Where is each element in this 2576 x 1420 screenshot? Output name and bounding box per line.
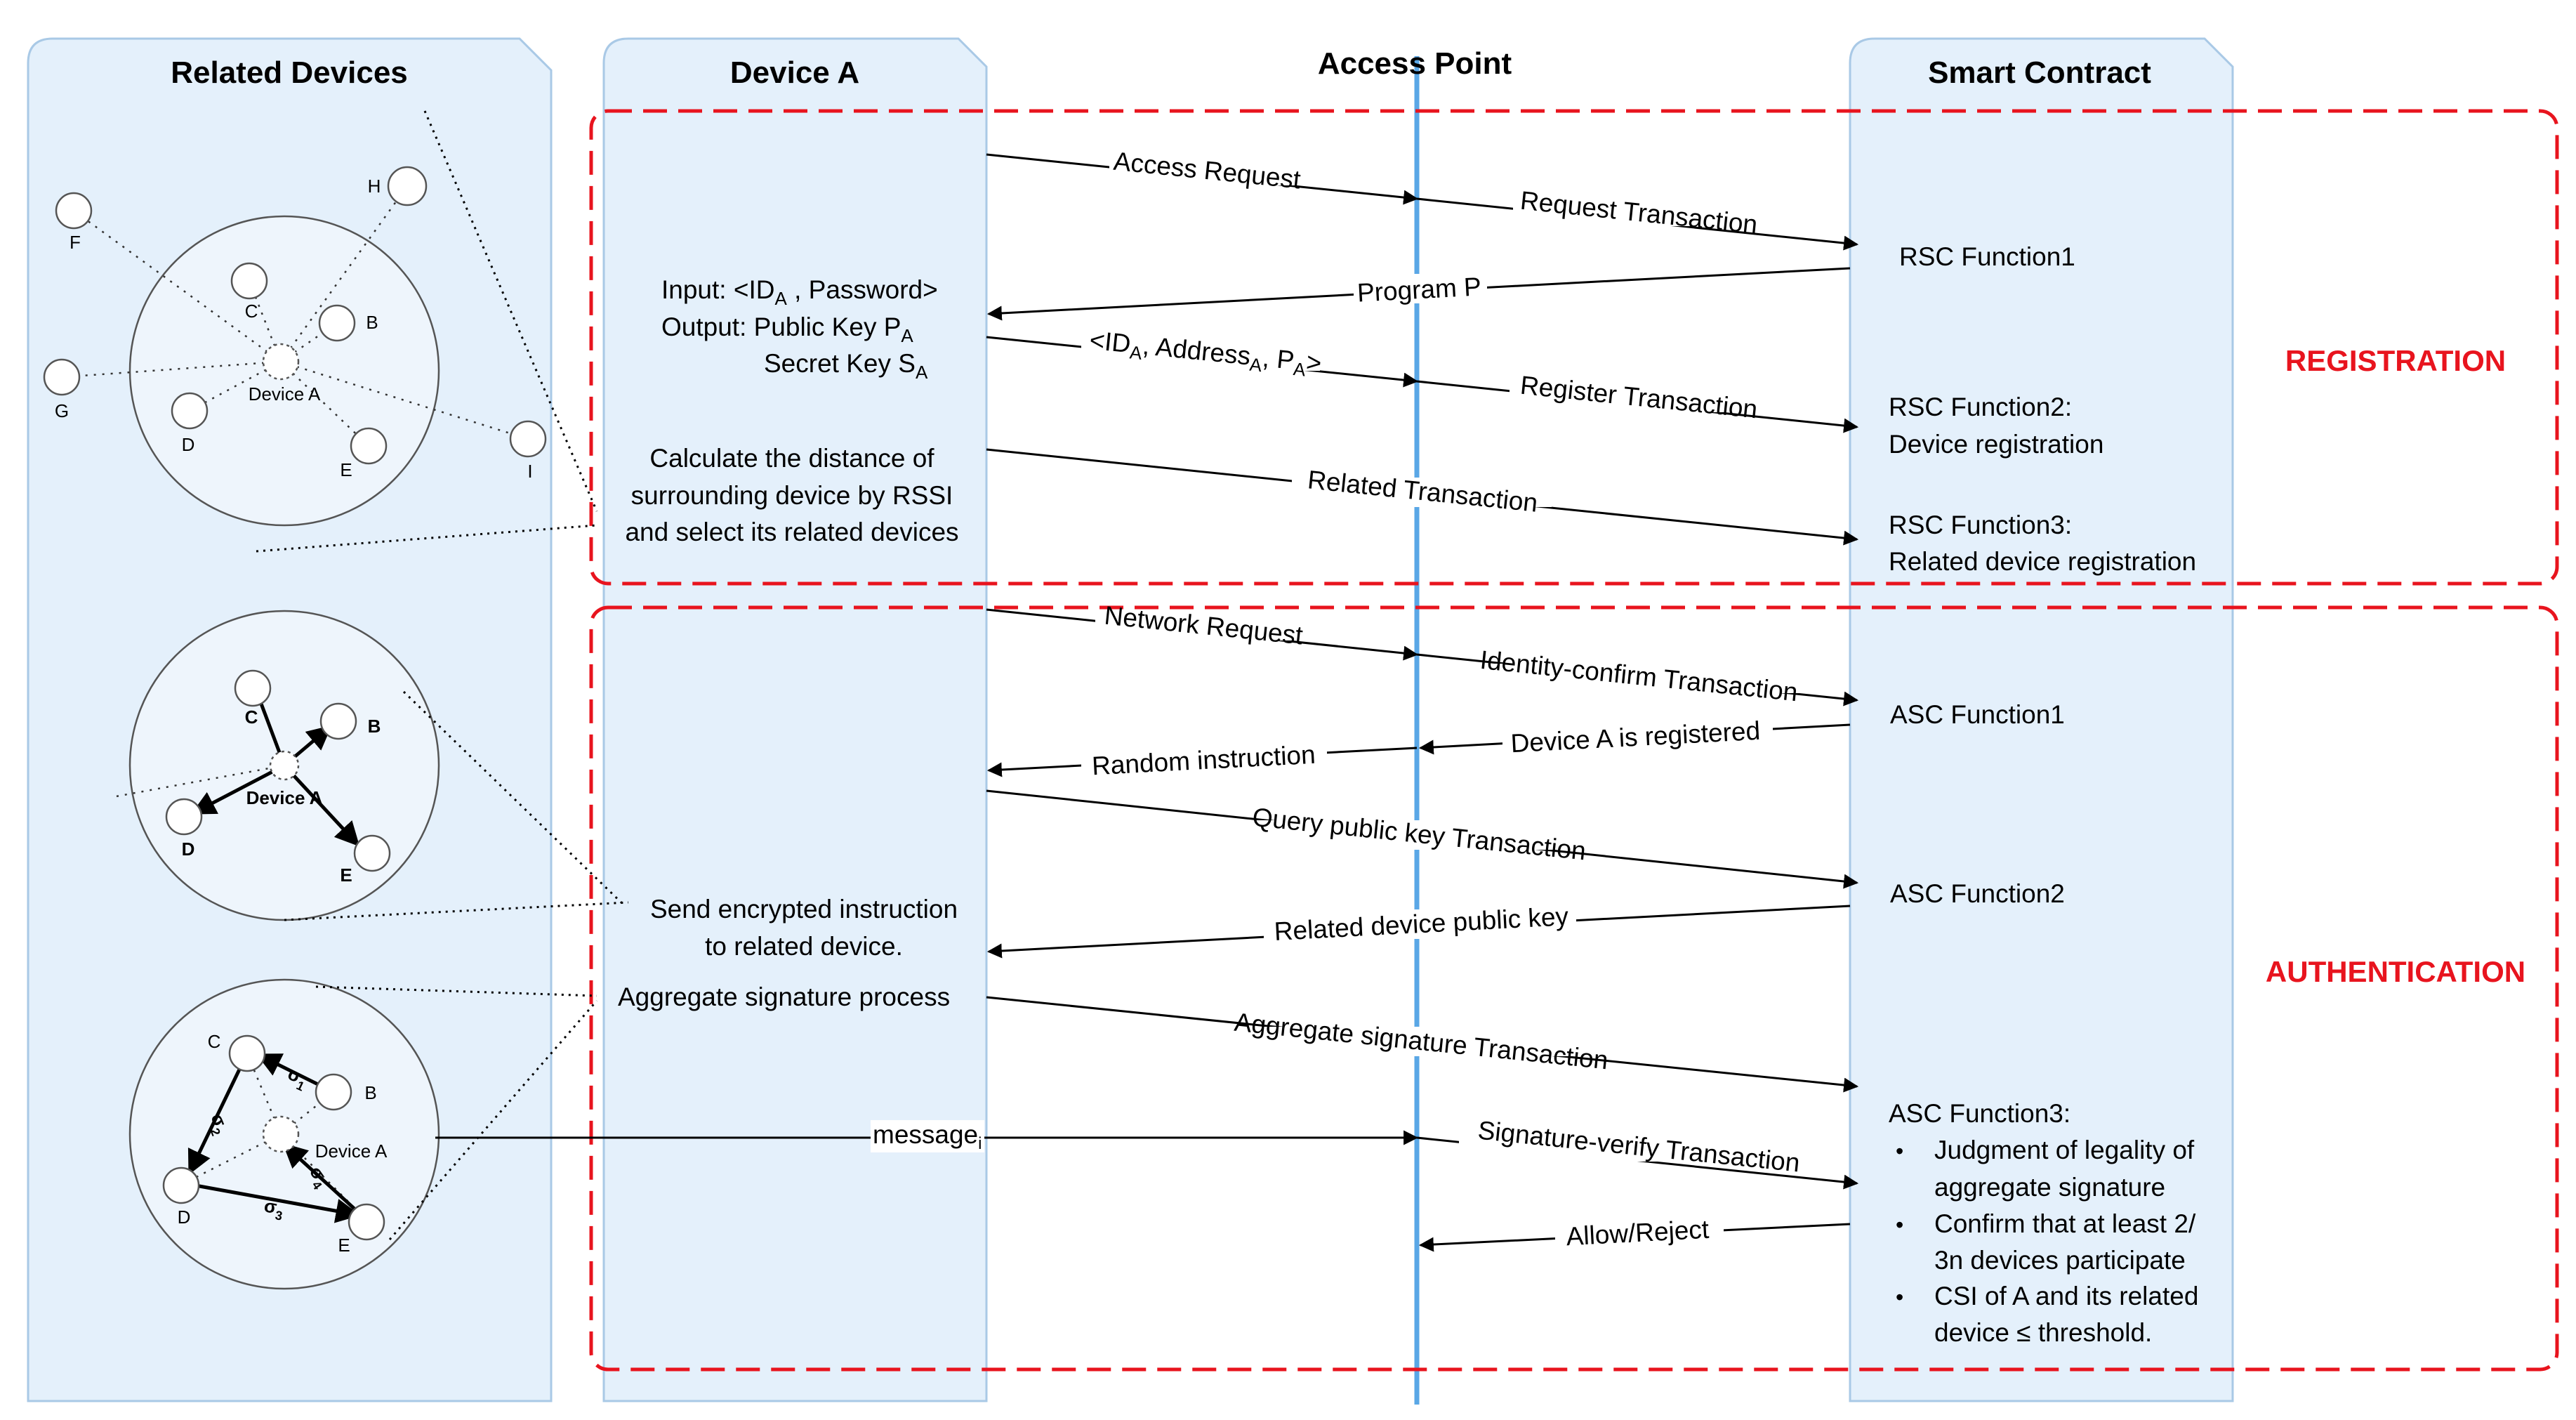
aggregate-note: Aggregate signature process — [618, 982, 950, 1011]
output-note: Output: Public Key PA — [661, 313, 913, 346]
rsc-function-2-desc: Device registration — [1889, 430, 2103, 459]
contract-functions: RSC Function1 RSC Function2: Device regi… — [1889, 242, 2198, 1347]
node-label-h: H — [368, 176, 381, 197]
identity-confirm-label: Identity-confirm Transaction — [1479, 645, 1799, 706]
related-devices-graph-1: F H C B G Device A D E I — [43, 166, 547, 527]
bullet-icon: • — [1896, 1212, 1903, 1237]
related-public-key-label: Related device public key — [1274, 902, 1570, 946]
related-devices-graph-2: C B Device A D E — [112, 610, 440, 921]
node-label-device-a: Device A — [246, 787, 323, 808]
node-label-e: E — [340, 459, 352, 480]
asc3-bullet-1-line-1: Judgment of legality of — [1934, 1136, 2195, 1164]
asc3-bullet-1-line-2: aggregate signature — [1934, 1173, 2165, 1202]
lane-header-smart-contract: Smart Contract — [1928, 55, 2151, 90]
lane-header-device-a: Device A — [730, 55, 859, 90]
access-request-label: Access Request — [1112, 147, 1302, 195]
node-label-i: I — [527, 461, 532, 482]
node-label-e: E — [338, 1235, 350, 1256]
authentication-section — [589, 605, 2559, 1372]
bullet-icon: • — [1896, 1284, 1903, 1310]
node-label-device-a: Device A — [315, 1140, 388, 1162]
node-label-b: B — [368, 716, 381, 737]
sigma-3-label: σ3 — [262, 1195, 286, 1223]
calc-note-line-2: surrounding device by RSSI — [631, 481, 953, 510]
secret-key-note: Secret Key SA — [764, 349, 928, 383]
signature-verify-label: Signature-verify Transaction — [1477, 1115, 1801, 1177]
node-label-c: C — [245, 706, 258, 728]
send-note-line-1: Send encrypted instruction — [650, 895, 958, 923]
node-label-c: C — [245, 301, 258, 322]
node-label-c: C — [208, 1031, 221, 1052]
register-transaction-label: Register Transaction — [1519, 371, 1759, 424]
program-p-label: Program P — [1356, 272, 1482, 307]
asc-function-1: ASC Function1 — [1890, 700, 2065, 729]
node-label-device-a: Device A — [249, 383, 321, 405]
request-transaction-label: Request Transaction — [1519, 186, 1759, 239]
lane-header-access-point: Access Point — [1318, 46, 1512, 81]
asc3-bullet-3-line-1: CSI of A and its related — [1934, 1282, 2198, 1310]
node-label-f: F — [70, 232, 81, 253]
registration-section — [589, 109, 2559, 586]
asc3-bullet-2-line-1: Confirm that at least 2/ — [1934, 1209, 2196, 1238]
asc-function-2: ASC Function2 — [1890, 879, 2065, 908]
send-note-line-2: to related device. — [705, 932, 903, 961]
node-label-b: B — [364, 1082, 376, 1103]
asc3-bullet-3-line-2: device ≤ threshold. — [1934, 1318, 2152, 1347]
calc-note-line-1: Calculate the distance of — [649, 444, 934, 473]
register-params-label: <IDA, AddressA, PA> — [1088, 326, 1323, 382]
device-a-notes: Input: <IDA , Password> Output: Public K… — [618, 275, 959, 1011]
input-note: Input: <IDA , Password> — [661, 275, 938, 309]
bullet-icon: • — [1896, 1138, 1903, 1164]
rsc-function-3-desc: Related device registration — [1889, 547, 2196, 576]
node-label-d: D — [182, 434, 195, 455]
related-devices-graph-3: C B Device A D E σ1 σ2 σ3 σ4 — [128, 978, 440, 1290]
node-label-e: E — [340, 865, 352, 886]
node-label-d: D — [178, 1207, 191, 1228]
asc3-bullet-2-line-2: 3n devices participate — [1934, 1246, 2186, 1275]
calc-note-line-3: and select its related devices — [625, 518, 958, 546]
rsc-function-2-title: RSC Function2: — [1889, 393, 2072, 421]
message-i-label: messagei — [873, 1120, 982, 1153]
node-label-b: B — [366, 312, 378, 333]
aggregate-transaction-label: Aggregate signature Transaction — [1233, 1008, 1609, 1075]
lane-header-related-devices: Related Devices — [171, 55, 408, 90]
node-label-d: D — [182, 839, 195, 860]
authentication-label: AUTHENTICATION — [2266, 955, 2525, 988]
lane-smart-contract — [1849, 37, 2234, 1402]
related-transaction-label: Related Transaction — [1307, 465, 1540, 518]
node-label-g: G — [55, 400, 69, 421]
network-request-label: Network Request — [1103, 601, 1304, 650]
rsc-function-3-title: RSC Function3: — [1889, 511, 2072, 539]
asc-function-3-title: ASC Function3: — [1889, 1099, 2070, 1128]
registration-label: REGISTRATION — [2285, 344, 2506, 377]
lane-device-a — [602, 37, 988, 1402]
callout-lines — [256, 110, 629, 1240]
rsc-function-1: RSC Function1 — [1899, 242, 2075, 271]
